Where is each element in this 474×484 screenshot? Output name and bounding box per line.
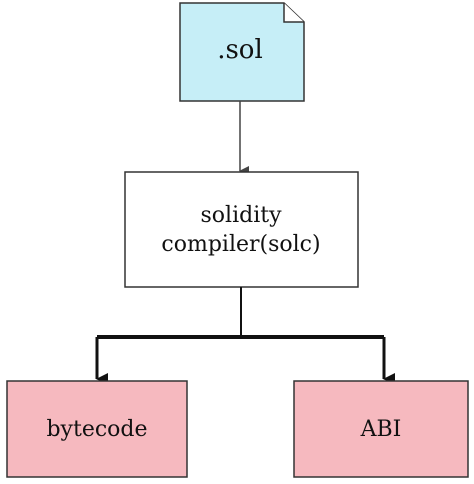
output-connector [95,287,395,385]
compiler-node: solidity compiler(solc) [124,171,359,288]
folded-corner [283,3,304,23]
abi-label: ABI [360,417,402,442]
source-file-node: .sol [179,2,305,102]
compiler-label-line2: compiler(solc) [161,232,320,257]
bytecode-label: bytecode [46,417,147,442]
bytecode-box [6,380,188,478]
abi-node: ABI [293,380,469,478]
abi-box [293,380,469,478]
source-file-label: .sol [217,35,263,65]
document-icon [179,2,305,102]
bytecode-node: bytecode [6,380,188,478]
compiler-box [124,171,359,288]
compiler-label-line1: solidity [201,203,283,228]
